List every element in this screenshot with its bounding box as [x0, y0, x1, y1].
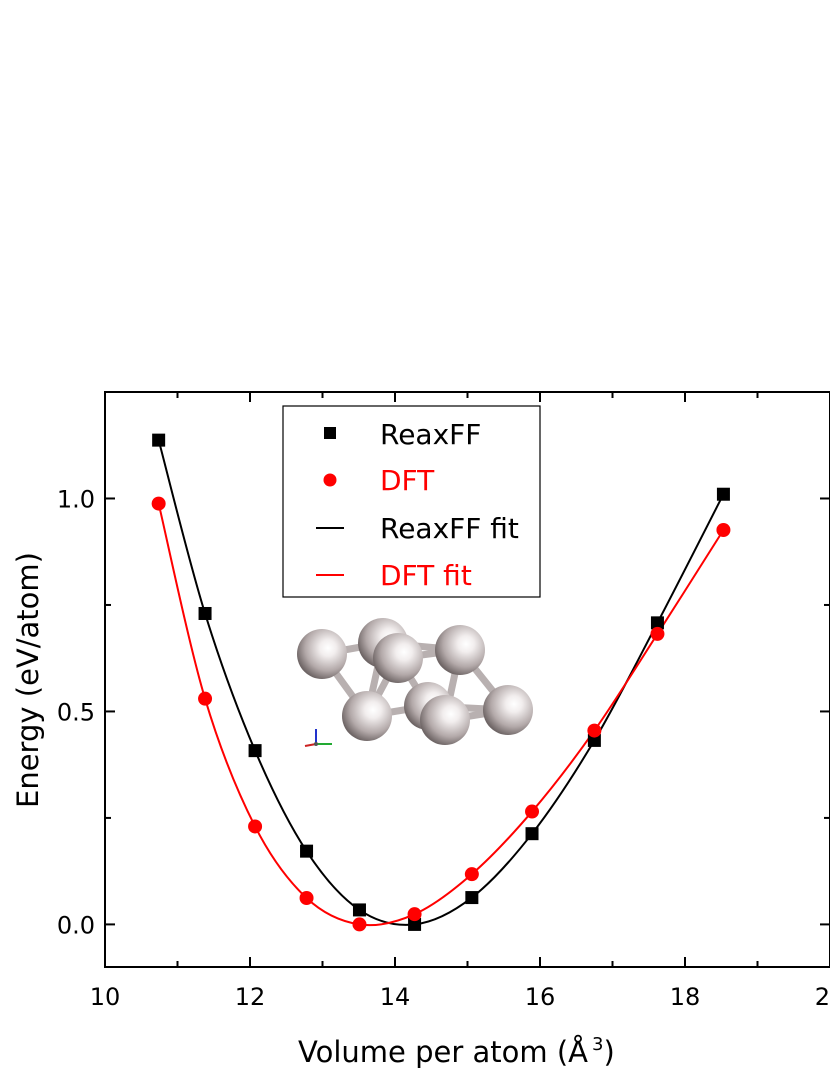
x-tick-label: 12	[235, 983, 266, 1011]
legend-label-dft: DFT	[380, 464, 435, 497]
reaxff-point	[152, 433, 166, 447]
data-markers	[151, 433, 731, 932]
x-tick-label: 14	[380, 983, 411, 1011]
legend: ReaxFF DFT ReaxFF fit DFT fit	[282, 405, 541, 598]
reaxff-point	[198, 606, 212, 620]
reaxff-point	[408, 917, 422, 931]
reaxff-point	[248, 744, 262, 758]
dft-point	[198, 691, 213, 706]
dft-point	[464, 867, 479, 882]
legend-label-reaxff: ReaxFF	[380, 418, 481, 451]
atom	[435, 625, 485, 675]
dft-point	[716, 523, 731, 537]
reaxff-point	[465, 891, 479, 905]
x-tick-label: 16	[525, 983, 556, 1011]
reaxff-point	[716, 487, 730, 501]
atom	[342, 691, 392, 741]
reaxff-point	[650, 616, 664, 630]
x-tick-label: 18	[670, 983, 701, 1011]
dft-point	[248, 819, 263, 834]
axis-tick-labels: 10 12 14 16 18 20 0.0 0.5 1.0	[57, 485, 830, 1011]
dft-point	[650, 626, 665, 641]
crystal-structure-inset	[297, 618, 533, 747]
atom	[297, 629, 347, 679]
atom	[483, 685, 533, 735]
dft-point	[407, 907, 422, 922]
dft-point	[587, 723, 602, 738]
dft-point	[151, 496, 166, 511]
dft-point	[352, 917, 367, 932]
y-tick-label: 0.0	[57, 911, 95, 939]
y-axis-title: Energy (eV/atom)	[11, 552, 45, 808]
y-tick-label: 0.5	[57, 698, 95, 726]
legend-marker-dft	[323, 473, 337, 487]
dft-point	[299, 891, 314, 905]
atom	[373, 633, 423, 683]
legend-label-reaxff-fit: ReaxFF fit	[380, 512, 519, 545]
x-tick-label: 10	[90, 983, 121, 1011]
reaxff-point	[525, 827, 539, 841]
x-tick-label: 20	[815, 983, 830, 1011]
reaxff-point	[352, 903, 366, 917]
inset-atoms	[297, 618, 533, 745]
legend-marker-reaxff	[324, 427, 336, 439]
axes-triad-icon	[304, 729, 332, 747]
y-tick-label: 1.0	[57, 485, 95, 513]
dft-point	[525, 804, 540, 819]
reaxff-point	[300, 844, 314, 858]
legend-label-dft-fit: DFT fit	[380, 559, 472, 592]
axis-ticks	[104, 391, 830, 967]
reaxff-point	[587, 733, 601, 747]
atom	[420, 695, 470, 745]
